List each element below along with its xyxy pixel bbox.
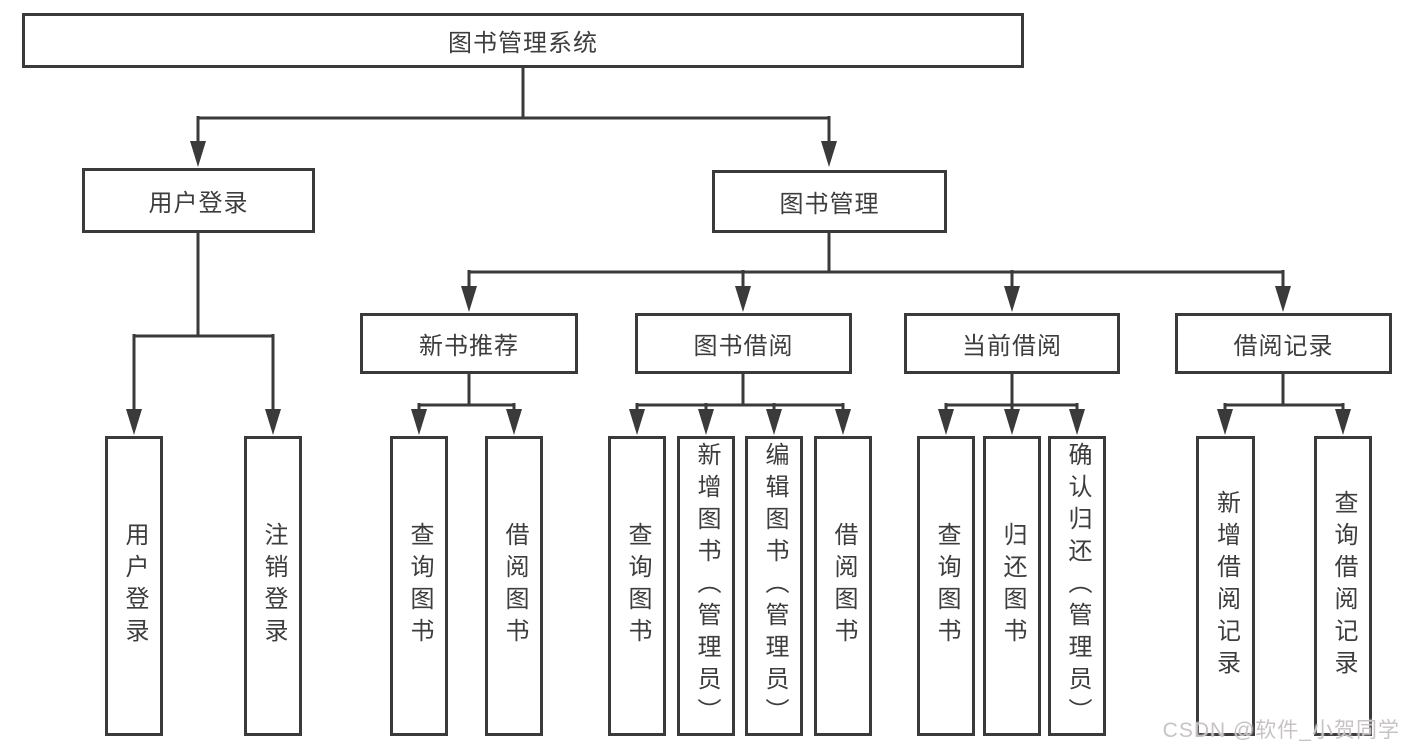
connector-user-login-to-leaves [126,233,281,435]
arrow-down-icon [735,286,751,312]
arrow-down-icon [698,409,714,435]
leaf-logout: 注销登录 [244,436,302,736]
node-book-management: 图书管理 [712,170,947,233]
leaf-label: 新增借阅记录 [1212,490,1240,682]
leaf-borrow-books-1: 借阅图书 [485,436,543,736]
node-label: 新书推荐 [419,333,519,360]
leaf-label: 新增图书（管理员） [693,442,720,730]
arrow-down-icon [506,409,522,435]
leaf-query-books-2: 查询图书 [608,436,666,736]
connector-book-borrow-to-leaves [629,374,851,435]
connector-current-borrow-to-leaves [938,374,1085,435]
leaf-label: 编辑图书（管理员） [761,442,788,730]
leaf-label: 用户登录 [121,522,148,650]
arrow-down-icon [1004,286,1020,312]
arrow-down-icon [938,409,954,435]
leaf-label: 查询图书 [624,522,651,650]
node-current-borrow: 当前借阅 [904,313,1120,374]
node-label: 用户登录 [148,190,249,217]
leaf-label: 查询图书 [406,522,433,650]
arrow-down-icon [1335,409,1351,435]
arrow-down-icon [190,141,206,167]
leaf-confirm-return-admin: 确认归还（管理员） [1048,436,1106,736]
node-new-book-recommend: 新书推荐 [360,313,578,374]
arrow-down-icon [126,409,142,435]
connector-new-books-to-leaves [411,374,522,435]
leaf-label: 借阅图书 [830,522,857,650]
node-book-borrow: 图书借阅 [635,313,852,374]
leaf-query-borrow-record: 查询借阅记录 [1314,436,1372,736]
arrow-down-icon [821,141,837,167]
node-user-login: 用户登录 [82,168,315,233]
node-label: 借阅记录 [1233,333,1334,360]
node-label: 图书管理 [779,191,880,218]
arrow-down-icon [411,409,427,435]
leaf-label: 查询借阅记录 [1330,490,1357,682]
node-library-management-system: 图书管理系统 [22,13,1024,68]
leaf-borrow-books-2: 借阅图书 [814,436,872,736]
leaf-label: 归还图书 [999,522,1026,650]
leaf-add-borrow-record: 新增借阅记录 [1196,436,1255,736]
node-label: 图书管理系统 [448,30,598,57]
connector-root-to-level2 [190,68,837,167]
node-borrow-records: 借阅记录 [1175,313,1392,374]
leaf-add-books-admin: 新增图书（管理员） [677,436,735,736]
arrow-down-icon [1275,286,1291,312]
connector-borrow-records-to-leaves [1217,374,1351,435]
connector-book-mgmt-to-level3 [461,233,1291,312]
arrow-down-icon [1217,409,1233,435]
arrow-down-icon [461,286,477,312]
leaf-label: 借阅图书 [501,522,528,650]
leaf-label: 确认归还（管理员） [1064,442,1091,730]
arrow-down-icon [835,409,851,435]
leaf-edit-books-admin: 编辑图书（管理员） [745,436,803,736]
leaf-query-books-1: 查询图书 [390,436,448,736]
arrow-down-icon [1069,409,1085,435]
leaf-user-login: 用户登录 [105,436,163,736]
arrow-down-icon [629,409,645,435]
leaf-label: 注销登录 [260,522,287,650]
node-label: 当前借阅 [962,333,1062,360]
arrow-down-icon [265,409,281,435]
leaf-label: 查询图书 [933,522,960,650]
arrow-down-icon [1004,409,1020,435]
node-label: 图书借阅 [693,333,794,360]
leaf-return-books: 归还图书 [983,436,1041,736]
csdn-watermark: CSDN @软件_小贺同学 [1162,719,1400,742]
arrow-down-icon [766,409,782,435]
leaf-query-books-3: 查询图书 [917,436,975,736]
